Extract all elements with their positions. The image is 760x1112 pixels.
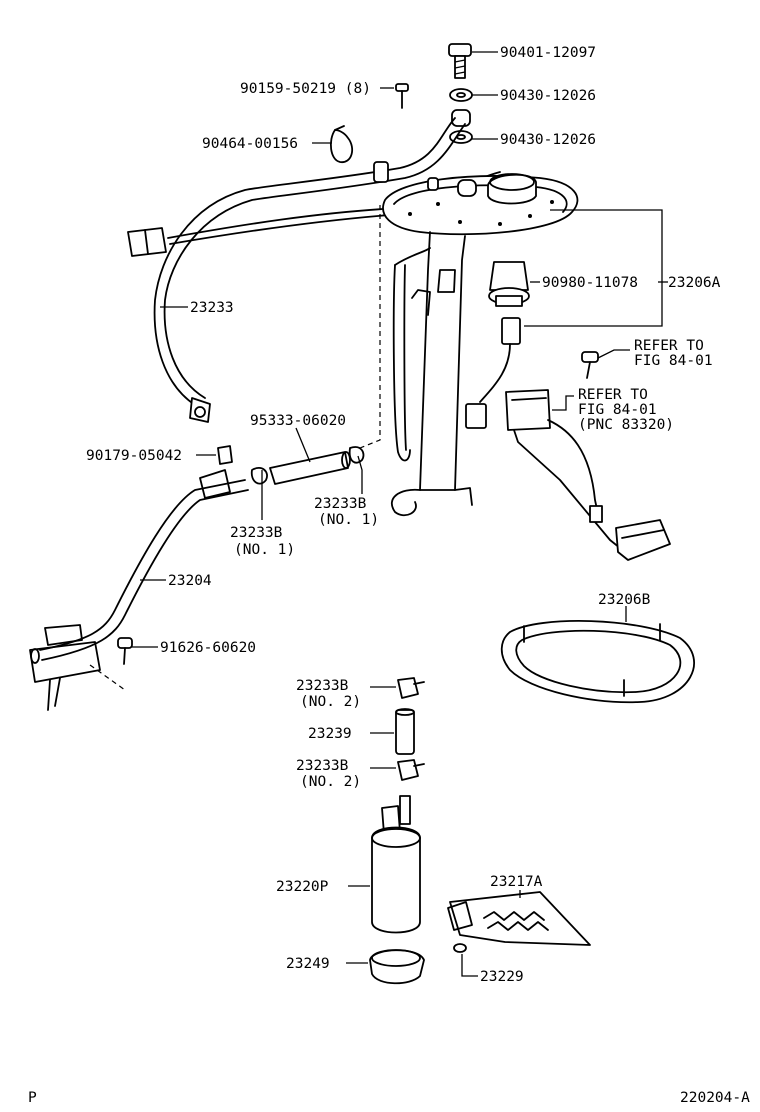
relay-drawing: [488, 261, 530, 307]
fuel-sender-gauge-drawing: [505, 389, 671, 561]
pump-clamp-upper-drawing: [397, 677, 425, 699]
hose-drawing: [269, 451, 351, 485]
hose-clamp-right-drawing: [348, 446, 365, 464]
label-23233: 23233: [190, 300, 234, 316]
gasket-lower-drawing: [449, 130, 473, 144]
fuel-pump-drawing: [371, 795, 421, 934]
pump-bracket-drawing: [382, 173, 579, 517]
label-90401-12097: 90401-12097: [500, 45, 596, 61]
label-90464-00156: 90464-00156: [202, 136, 298, 152]
label-23233B-no1-left-note: (NO. 1): [234, 542, 295, 558]
refer-note-1-line1: REFER TO: [634, 338, 704, 354]
label-91626-60620: 91626-60620: [160, 640, 256, 656]
label-23233B-no2-upper-note: (NO. 2): [300, 694, 361, 710]
assembly-dashed-line: [359, 205, 381, 449]
label-23233B-no2-lower: 23233B: [296, 758, 349, 774]
label-23217A: 23217A: [490, 874, 543, 890]
label-90179-05042: 90179-05042: [86, 448, 182, 464]
clamp-drawing: [329, 125, 354, 163]
label-90430-12026-upper: 90430-12026: [500, 88, 596, 104]
gasket-upper-drawing: [449, 88, 473, 102]
label-23206A: 23206A: [668, 275, 721, 291]
clip-drawing: [217, 445, 233, 465]
label-23233B-no1-right: 23233B: [314, 496, 367, 512]
fuel-pipe-drawing: [29, 469, 249, 711]
label-23249: 23249: [286, 956, 330, 972]
leader-lines: [132, 51, 668, 977]
refer-note-2-line1: REFER TO: [578, 387, 648, 403]
label-90430-12026-lower: 90430-12026: [500, 132, 596, 148]
pump-hose-drawing: [395, 708, 415, 755]
figure-code: 220204-A: [680, 1090, 750, 1106]
label-23229: 23229: [480, 969, 524, 985]
label-23220P: 23220P: [276, 879, 329, 895]
union-fitting-drawing: [451, 109, 471, 127]
label-90980-11078: 90980-11078: [542, 275, 638, 291]
label-23206B: 23206B: [598, 592, 651, 608]
label-23233B-no1-right-note: (NO. 1): [318, 512, 379, 528]
label-23233B-no2-upper: 23233B: [296, 678, 349, 694]
fuel-filter-drawing: [447, 891, 591, 946]
label-23239: 23239: [308, 726, 352, 742]
connector-drawing: [465, 317, 521, 429]
mount-bolt-drawing: [117, 637, 133, 665]
filter-clip-drawing: [453, 943, 467, 953]
label-23233B-no2-lower-note: (NO. 2): [300, 774, 361, 790]
hose-clamp-left-drawing: [250, 467, 268, 485]
label-23233B-no1-left: 23233B: [230, 525, 283, 541]
pump-cushion-drawing: [369, 949, 425, 985]
screw-drawing: [395, 83, 409, 109]
label-90159-50219: 90159-50219 (8): [240, 81, 371, 97]
flange-gasket-drawing: [500, 620, 695, 704]
bolt-drawing: [448, 43, 472, 79]
refer-screw-drawing: [581, 351, 599, 379]
label-95333-06020: 95333-06020: [250, 413, 346, 429]
fuel-line-drawing: [153, 117, 466, 423]
refer-note-2-line3: (PNC 83320): [578, 417, 674, 433]
label-23204: 23204: [168, 573, 212, 589]
pump-clamp-lower-drawing: [397, 759, 425, 781]
corner-letter: P: [28, 1090, 37, 1106]
refer-note-2-line2: FIG 84-01: [578, 402, 657, 418]
refer-note-1-line2: FIG 84-01: [634, 353, 713, 369]
